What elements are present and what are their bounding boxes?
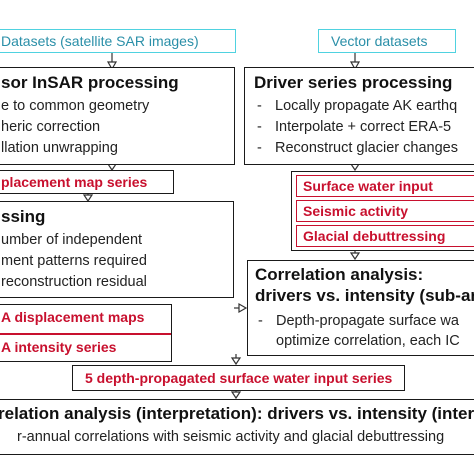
ica-item: ment patterns required [1, 253, 147, 269]
driver-processing-box: Driver series processing - Locally propa… [244, 67, 474, 165]
corr-sub-item: optimize correlation, each IC [276, 333, 460, 349]
ica-processing-title: ssing [1, 207, 46, 226]
ica-maps-label: A displacement maps [1, 309, 145, 325]
ica-processing-box: ssing umber of independent ment patterns… [0, 201, 234, 298]
ica-item: reconstruction residual [1, 274, 147, 290]
seismic-activity-box: Seismic activity [296, 200, 474, 222]
glacial-debuttressing-label: Glacial debuttressing [303, 228, 446, 244]
sar-datasets-label: Datasets (satellite SAR images) [1, 33, 199, 49]
interp-item: r-annual correlations with seismic activ… [17, 429, 445, 445]
displacement-series-box: placement map series [0, 170, 174, 194]
driver-item-dash: - [257, 140, 262, 156]
driver-item: Reconstruct glacier changes [275, 140, 458, 156]
ica-outputs-box: A displacement maps A intensity series [0, 304, 172, 362]
insar-item: heric correction [1, 119, 101, 135]
arrow-sar-insar [106, 61, 118, 71]
ica-outputs-divider [0, 333, 171, 335]
arrow-vector-driver [349, 61, 361, 71]
depth-series-label: 5 depth-propagated surface water input s… [85, 370, 393, 386]
insar-item: e to common geometry [1, 98, 150, 114]
corr-sub-title-2: drivers vs. intensity (sub-an [255, 286, 474, 305]
corr-sub-dash: - [258, 313, 263, 329]
driver-outputs-box: Surface water input Seismic activity Gla… [291, 171, 474, 251]
glacial-debuttressing-box: Glacial debuttressing [296, 225, 474, 247]
driver-processing-title: Driver series processing [254, 73, 453, 92]
arrow-outputs-corr [349, 252, 361, 261]
insar-processing-box: sor InSAR processing e to common geometr… [0, 67, 235, 165]
insar-processing-title: sor InSAR processing [1, 73, 179, 92]
surface-water-box: Surface water input [296, 175, 474, 197]
vector-datasets-label: Vector datasets [331, 33, 428, 49]
arrow-ica-corr [238, 302, 248, 314]
corr-sub-item: Depth-propagate surface wa [276, 313, 459, 329]
displacement-series-label: placement map series [1, 174, 148, 190]
driver-item: Interpolate + correct ERA-5 [275, 119, 452, 135]
ica-item: umber of independent [1, 232, 143, 248]
depth-series-box: 5 depth-propagated surface water input s… [72, 365, 405, 391]
vector-datasets-box: Vector datasets [318, 29, 456, 53]
interp-box: relation analysis (interpretation): driv… [0, 399, 474, 455]
surface-water-label: Surface water input [303, 178, 433, 194]
corr-sub-box: Correlation analysis: drivers vs. intens… [247, 260, 474, 356]
seismic-activity-label: Seismic activity [303, 203, 409, 219]
arrow-displacement-ica [82, 194, 94, 203]
insar-item: llation unwrapping [1, 140, 118, 156]
driver-item-dash: - [257, 98, 262, 114]
driver-item: Locally propagate AK earthq [275, 98, 458, 114]
sar-datasets-box: Datasets (satellite SAR images) [0, 29, 236, 53]
corr-sub-title: Correlation analysis: [255, 265, 424, 284]
ica-intensity-label: A intensity series [1, 339, 117, 355]
arrow-to-depth-series [230, 357, 242, 366]
driver-item-dash: - [257, 119, 262, 135]
arrow-to-interp [230, 391, 242, 400]
interp-title: relation analysis (interpretation): driv… [0, 404, 474, 423]
